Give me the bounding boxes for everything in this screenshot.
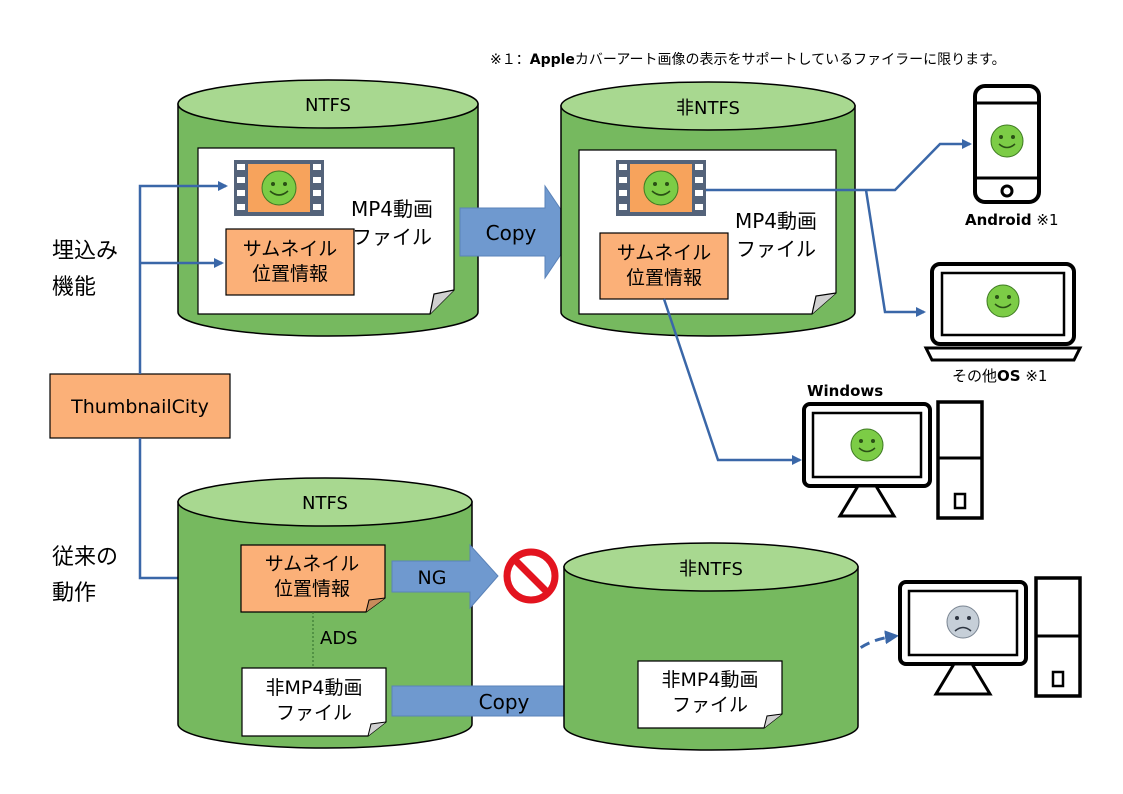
non-mp4-file-box-copy: 非MP4動画ファイル <box>637 660 783 729</box>
thumbnailcity-box: ThumbnailCity <box>49 373 231 439</box>
thumbnail-info-box-copy: サムネイル位置情報 <box>599 232 729 300</box>
legacy-behavior-label: 従来の動作 <box>52 545 118 606</box>
footnote: ※１：Appleカバーアート画像の表示をサポートしているファイラーに限ります。 <box>490 52 1006 68</box>
svg-text:サムネイル位置情報: サムネイル位置情報 <box>617 242 712 289</box>
thumbnail-info-box-legacy: サムネイル位置情報 <box>240 544 386 613</box>
sad-pc-icon <box>898 576 1082 698</box>
thumbnail-info-box: サムネイル位置情報 <box>225 228 355 296</box>
laptop-icon <box>923 262 1083 362</box>
smiley-icon <box>990 124 1024 158</box>
svg-text:サムネイル位置情報: サムネイル位置情報 <box>243 238 338 285</box>
embed-feature-label: 埋込み機能 <box>52 239 118 300</box>
smiley-icon <box>850 428 884 462</box>
windows-pc-icon <box>802 400 984 520</box>
ads-label: ADS <box>320 628 358 649</box>
other-os-label: その他OS ※1 <box>952 367 1047 385</box>
mp4-file-label: MP4動画ファイル <box>351 197 433 249</box>
mp4-file-label-copy: MP4動画ファイル <box>735 209 817 261</box>
video-film-icon <box>234 160 324 216</box>
android-label: Android ※1 <box>965 211 1059 229</box>
svg-text:非MP4動画ファイル: 非MP4動画ファイル <box>662 669 759 716</box>
disk-label: NTFS <box>305 95 351 116</box>
svg-text:非NTFS: 非NTFS <box>679 559 743 580</box>
prohibited-icon <box>503 548 559 604</box>
windows-label: Windows <box>807 382 883 400</box>
android-phone-icon <box>973 84 1041 204</box>
ng-arrow: NG <box>391 543 499 610</box>
video-film-icon <box>616 160 706 216</box>
svg-text:サムネイル位置情報: サムネイル位置情報 <box>265 553 360 600</box>
smiley-icon <box>643 170 679 206</box>
non-mp4-file-box: 非MP4動画ファイル <box>241 667 387 737</box>
svg-text:NG: NG <box>418 567 447 589</box>
sad-face-icon <box>946 605 980 639</box>
svg-text:非MP4動画ファイル: 非MP4動画ファイル <box>266 677 363 724</box>
svg-text:ThumbnailCity: ThumbnailCity <box>70 396 209 418</box>
smiley-icon <box>261 170 297 206</box>
svg-text:Copy: Copy <box>479 690 530 714</box>
svg-text:Copy: Copy <box>486 221 537 245</box>
copy-arrow-top: Copy <box>459 184 577 280</box>
smiley-icon <box>986 284 1020 318</box>
svg-text:NTFS: NTFS <box>302 493 348 514</box>
svg-text:非NTFS: 非NTFS <box>676 98 740 119</box>
